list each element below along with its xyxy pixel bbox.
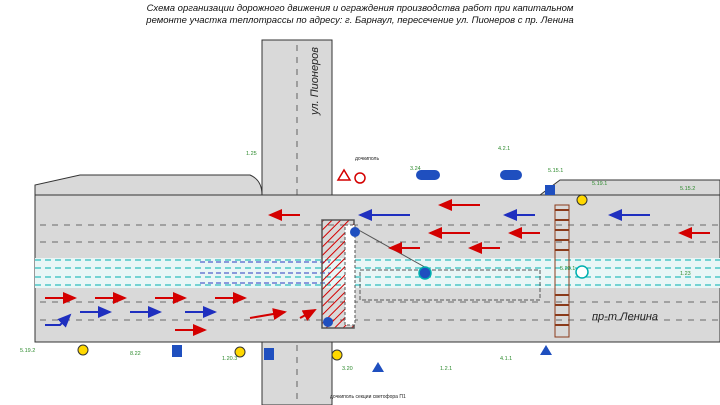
sign-code: 1.2.1 bbox=[440, 366, 452, 372]
traffic-arrows-east bbox=[45, 292, 317, 336]
tram-median bbox=[35, 258, 720, 288]
traffic-arrows-west bbox=[268, 199, 710, 254]
work-zone bbox=[321, 219, 541, 329]
info-sign-icon bbox=[264, 348, 274, 360]
sign-code: 5.15.2 bbox=[680, 186, 695, 192]
direction-sign-icon bbox=[418, 266, 432, 280]
keep-right-sign-icon bbox=[350, 227, 360, 237]
sign-code: 1.23 bbox=[680, 271, 691, 277]
keep-right-sign-icon bbox=[323, 317, 333, 327]
yellow-sign-icon bbox=[77, 344, 89, 356]
sign-code-labels: 1.25 3.24 4.2.1 5.15.1 5.19.1 5.19.2 8.2… bbox=[20, 146, 695, 372]
pedestrian-crossing bbox=[554, 204, 570, 338]
sign-code: 8.22 bbox=[130, 351, 141, 357]
sign-code: 3.24 bbox=[410, 166, 421, 172]
lane-sign-icon bbox=[416, 170, 440, 180]
yellow-sign-icon bbox=[331, 349, 343, 361]
sign-code: 5.19.2 bbox=[20, 348, 35, 354]
title-line-2: ремонте участка теплотрассы по адресу: г… bbox=[146, 15, 574, 26]
sign-code: 1.20.3 bbox=[222, 356, 237, 362]
sign-code: 5.15.1 bbox=[548, 168, 563, 174]
warning-triangle-icon bbox=[336, 168, 352, 181]
crossing-sign-icon bbox=[540, 345, 552, 355]
info-sign-icon bbox=[172, 345, 182, 357]
sign-code: 3.20 bbox=[342, 366, 353, 372]
prohibition-sign-icon bbox=[354, 172, 366, 184]
lane-sign-icon bbox=[500, 170, 522, 180]
road-signs bbox=[77, 168, 589, 372]
crossing-sign-icon bbox=[372, 362, 384, 372]
info-sign-icon bbox=[545, 185, 555, 195]
sign-code: 1.25 bbox=[246, 151, 257, 157]
sign-code: 5.19.1 bbox=[592, 181, 607, 187]
signal-label-bottom: дочкиполь секции светофора П1 bbox=[330, 394, 406, 400]
tram-stop-sign-icon bbox=[575, 265, 589, 279]
yellow-sign-icon bbox=[234, 346, 246, 358]
yellow-sign-icon bbox=[576, 194, 588, 206]
sign-code: 5.23.1 bbox=[560, 266, 575, 272]
lane-markings bbox=[40, 45, 720, 405]
sign-code: 4.2.1 bbox=[498, 146, 510, 152]
title-line-1: Схема организации дорожного движения и о… bbox=[146, 3, 574, 14]
diagram-title: Схема организации дорожного движения и о… bbox=[120, 3, 600, 27]
sign-code: 4.1.1 bbox=[500, 356, 512, 362]
signal-label-top: дочкиполь bbox=[355, 156, 379, 162]
street-label-pionerov: ул. Пионеров bbox=[309, 47, 321, 116]
street-label-lenina: пр-т Ленина bbox=[592, 311, 658, 323]
